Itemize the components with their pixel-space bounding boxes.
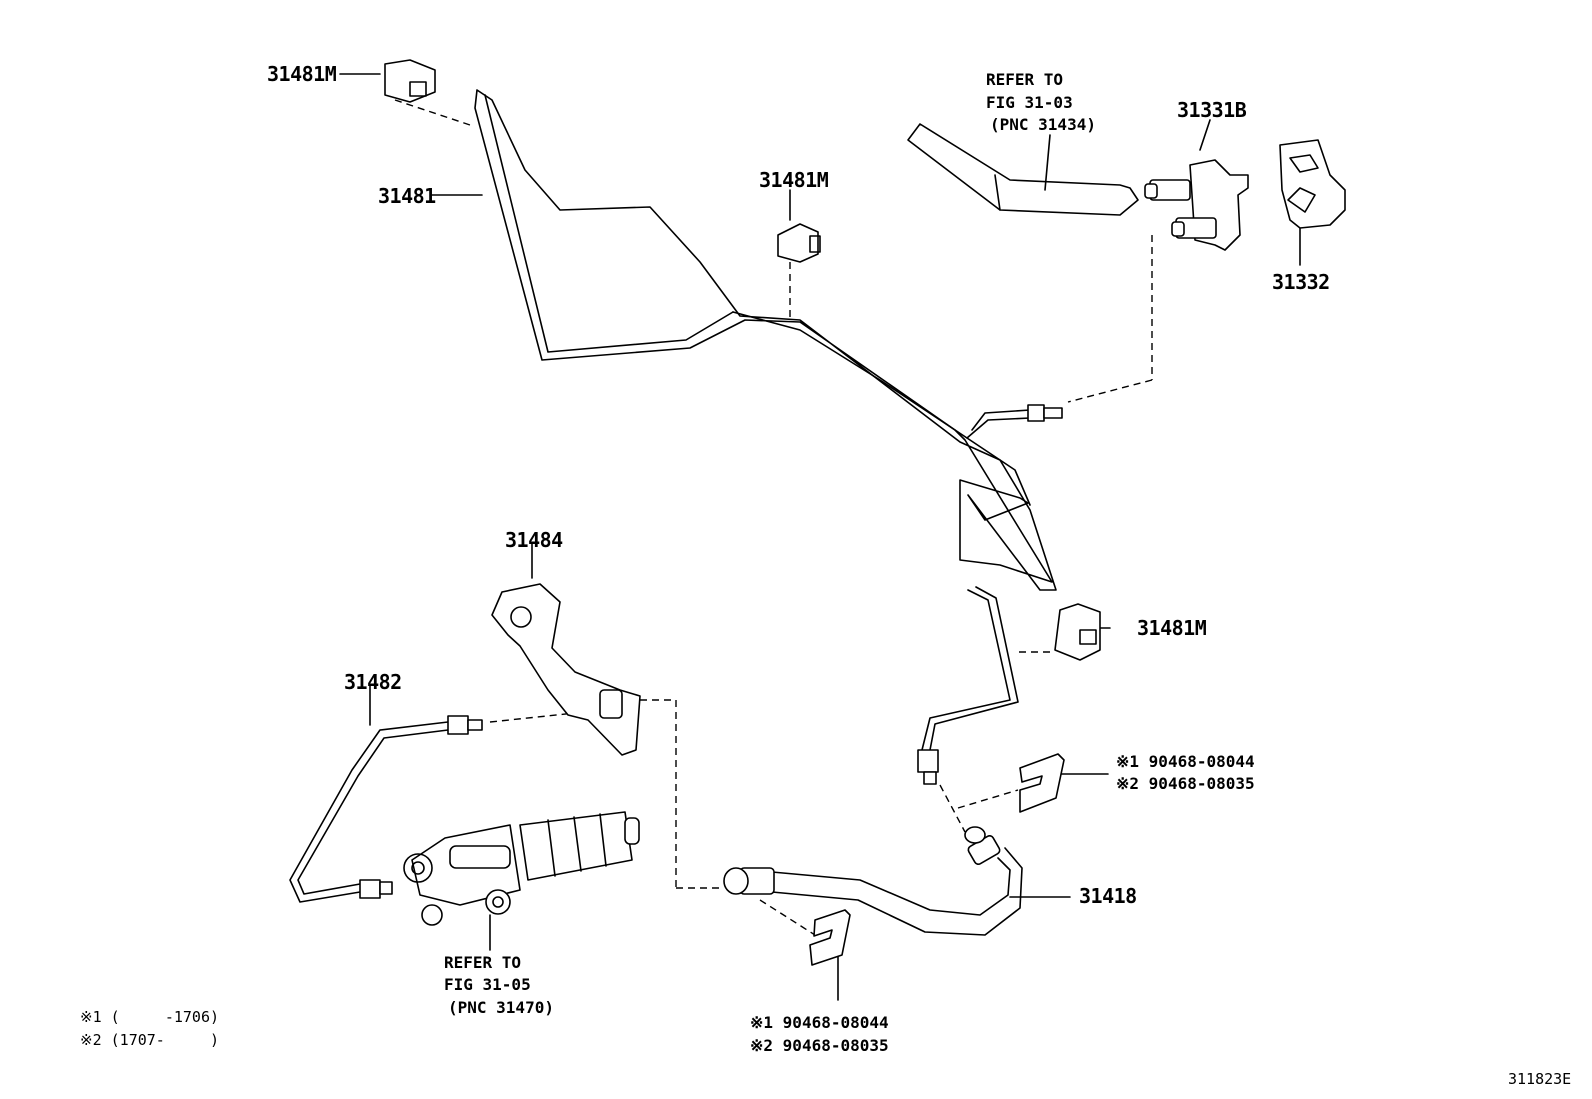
clip-right (1019, 753, 1065, 813)
gasket-31332 (1279, 139, 1346, 229)
tube-31481 (474, 89, 1063, 785)
refer-upper-line2: FIG 31-03 (986, 93, 1073, 112)
figure-code: 311823E (1508, 1070, 1572, 1088)
label-gasket: 31332 (1272, 270, 1330, 294)
hose-31418 (723, 826, 1023, 936)
ref-hose-top (907, 123, 1139, 216)
bracket-31484 (491, 583, 641, 756)
clip-right-label-2: ※2 90468-08035 (1116, 774, 1255, 793)
dashed-connections (394, 99, 1153, 936)
label-tube-upper: 31481 (378, 184, 436, 208)
label-clamp-mid: 31481M (759, 168, 829, 192)
clip-bottom (809, 909, 851, 966)
label-hose: 31418 (1079, 884, 1137, 908)
refer-lower-line2: FIG 31-05 (444, 975, 531, 994)
label-union: 31331B (1177, 98, 1247, 122)
note-2: ※2 (1707- ) (80, 1031, 219, 1049)
label-tube-lower: 31482 (344, 670, 402, 694)
union-31331B (1144, 159, 1249, 251)
tube-31482 (289, 715, 483, 903)
refer-upper-line1: REFER TO (986, 70, 1064, 89)
label-clamp-top-left: 31481M (267, 62, 337, 86)
refer-upper-line3: (PNC 31434) (990, 115, 1096, 134)
leader-lines (339, 73, 1301, 1001)
refer-lower-line3: (PNC 31470) (448, 998, 554, 1017)
clamp-mid (777, 223, 821, 263)
clip-right-label-1: ※1 90468-08044 (1116, 752, 1255, 771)
label-clamp-right: 31481M (1137, 616, 1207, 640)
clamp-right (1054, 603, 1101, 661)
release-cylinder (403, 811, 640, 926)
label-bracket: 31484 (505, 528, 563, 552)
clip-bottom-label-2: ※2 90468-08035 (750, 1036, 889, 1055)
note-1: ※1 ( -1706) (80, 1008, 219, 1026)
clip-bottom-label-1: ※1 90468-08044 (750, 1013, 889, 1032)
refer-lower-line1: REFER TO (444, 953, 522, 972)
clamp-top-left (384, 59, 436, 103)
